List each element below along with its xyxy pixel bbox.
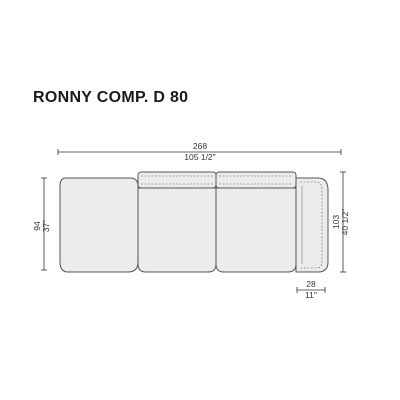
total-width-in: 105 1/2" xyxy=(184,152,215,162)
left-height-in: 37" xyxy=(41,220,51,232)
right-armrest xyxy=(295,177,329,273)
total-width-dimension: 268 105 1/2" xyxy=(57,141,342,162)
right-height-cm: 103 xyxy=(331,215,341,229)
left-height-cm: 94 xyxy=(32,221,42,231)
arm-width-in: 11" xyxy=(305,290,317,300)
product-title: RONNY COMP. D 80 xyxy=(33,89,189,106)
total-width-cm: 268 xyxy=(193,141,207,151)
backrest-cushion-left xyxy=(137,171,217,189)
seat-cushion-left xyxy=(137,187,217,273)
backrest-cushion-right xyxy=(215,171,297,189)
right-height-dimension: 103 40 1/2" xyxy=(331,171,350,273)
arm-width-cm: 28 xyxy=(306,279,316,289)
seat-cushion-right xyxy=(215,187,297,273)
arm-width-dimension: 28 11" xyxy=(296,279,326,300)
left-chaise-module xyxy=(59,177,139,273)
left-height-dimension: 94 37" xyxy=(32,177,51,271)
right-height-in: 40 1/2" xyxy=(340,209,350,236)
